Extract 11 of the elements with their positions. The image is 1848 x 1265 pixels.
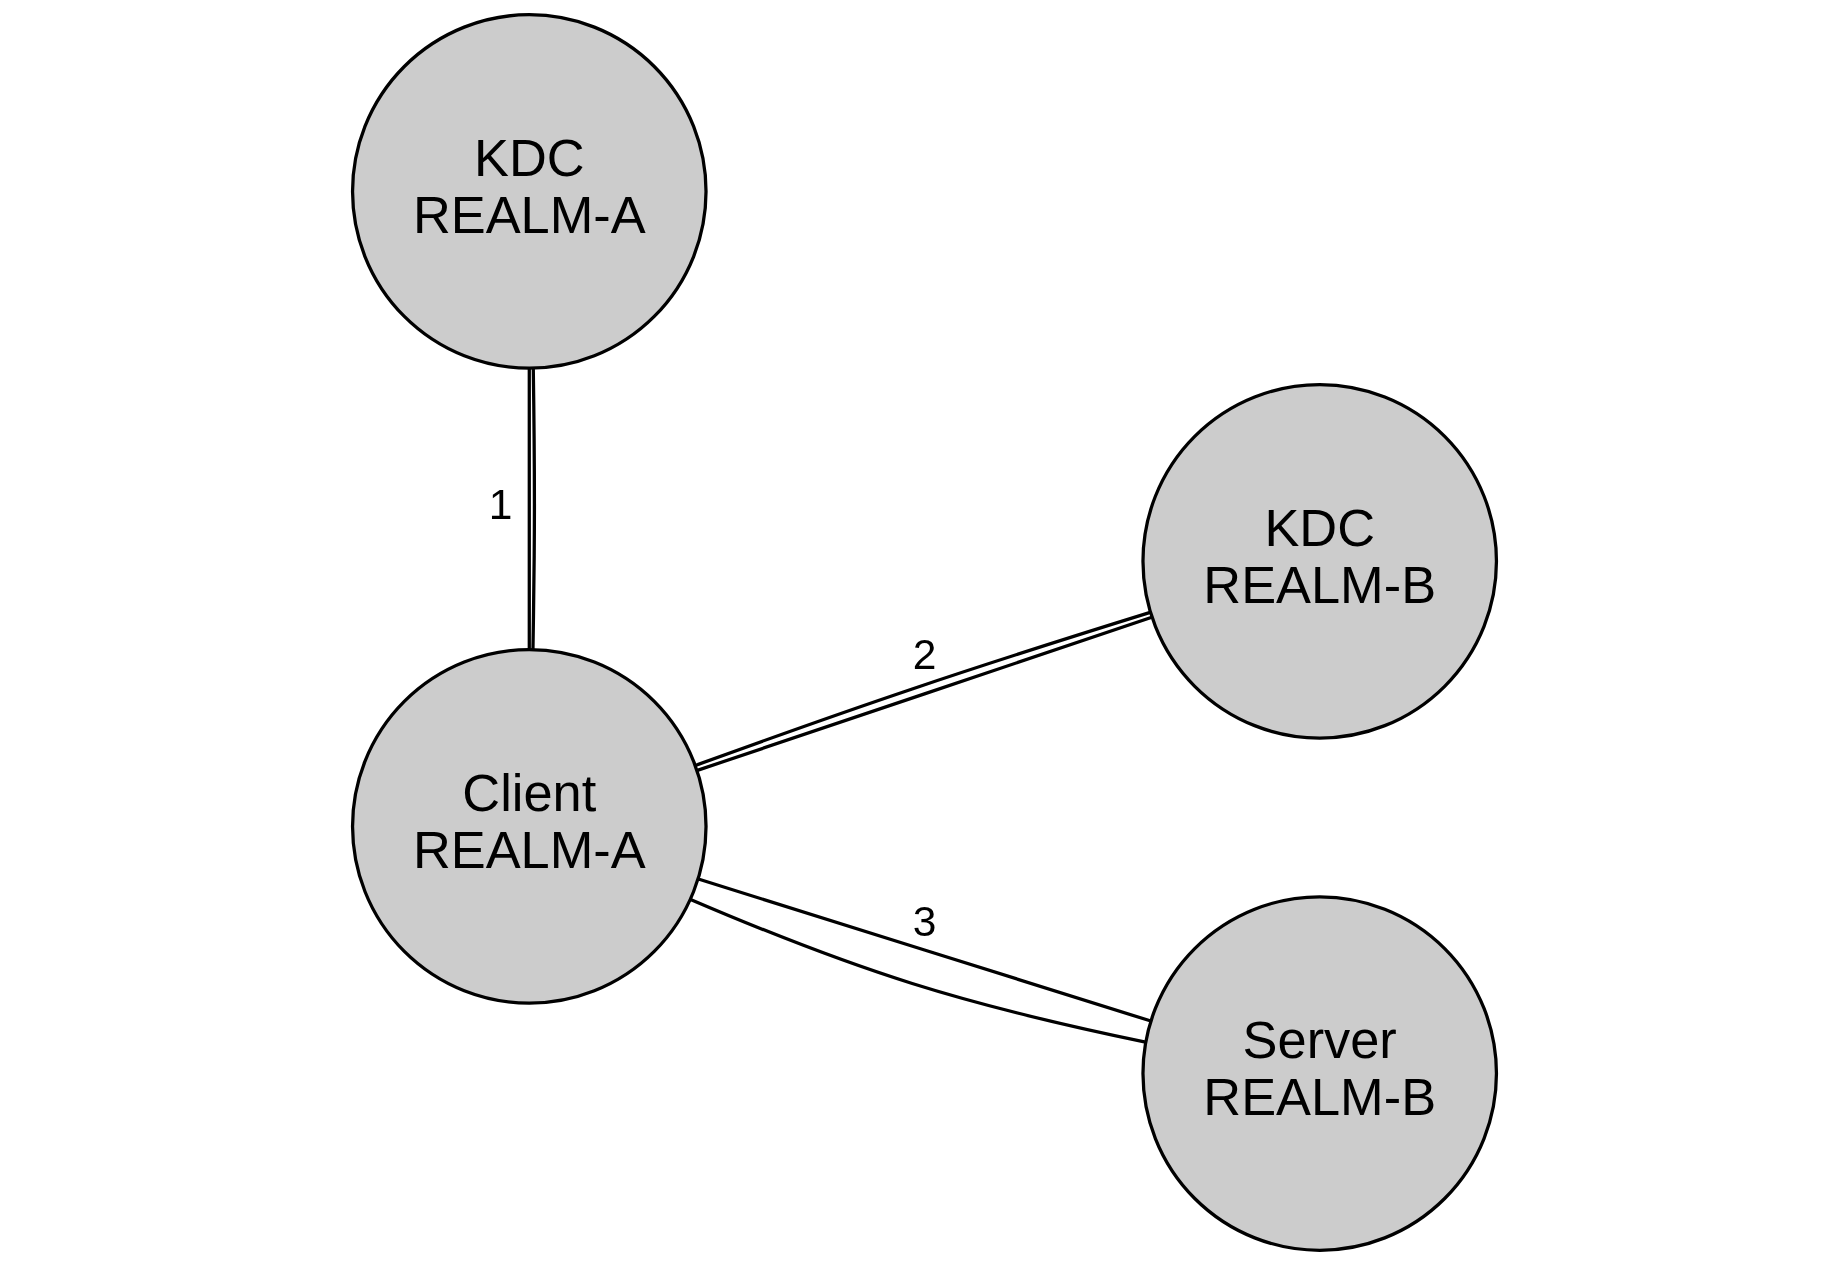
node-circle: KDC REALM-A bbox=[350, 13, 708, 370]
node-circle: Server REALM-B bbox=[1140, 895, 1498, 1252]
connector bbox=[689, 897, 1146, 1044]
connector bbox=[527, 368, 531, 650]
node-circle: Client REALM-A bbox=[350, 648, 708, 1005]
edge-label: 3 bbox=[912, 896, 936, 945]
edge-label: 2 bbox=[912, 629, 936, 678]
connector bbox=[530, 368, 536, 650]
edge-label: 1 bbox=[488, 480, 512, 529]
connector bbox=[697, 877, 1151, 1023]
node-circle: KDC REALM-B bbox=[1140, 382, 1498, 740]
